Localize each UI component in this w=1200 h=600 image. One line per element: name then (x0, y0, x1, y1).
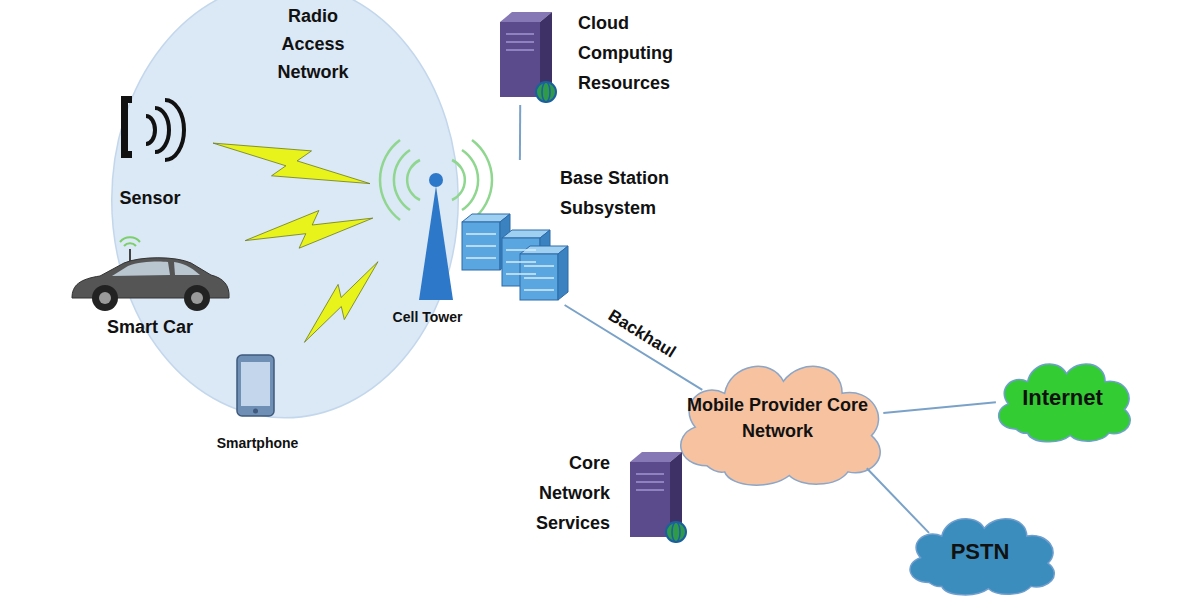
sensor-device: Sensor (105, 90, 198, 213)
node-label: Smart Car (70, 315, 230, 339)
node-label: Core Network Services (510, 448, 610, 538)
node-label: Cell Tower (385, 308, 470, 326)
node-label: Radio Access Network (265, 2, 361, 86)
internet-cloud: Internet (985, 350, 1140, 445)
sensor-icon (121, 96, 184, 160)
server-icon (500, 12, 556, 102)
node-label: Smartphone (195, 434, 320, 452)
network-link (883, 402, 996, 413)
shape-outline (910, 519, 1054, 595)
phone-device: Smartphone (195, 350, 323, 455)
cloud-shape (660, 345, 895, 490)
car-device: Smart Car (70, 225, 233, 343)
node-label: Base Station Subsystem (560, 163, 670, 223)
link-label: Backhaul (602, 304, 682, 364)
wireless-link (304, 262, 378, 343)
network-link (867, 468, 929, 533)
core-network-cloud: Mobile Provider Core Network (660, 345, 895, 490)
wireless-link (213, 143, 370, 184)
wireless-link (245, 211, 373, 249)
base-station: Base Station Subsystem (462, 160, 690, 305)
network-link (519, 105, 521, 160)
cloud-resources: Cloud Computing Resources (490, 5, 706, 105)
smartphone-icon (237, 355, 274, 416)
access-network-region: Radio Access NetworkSensorSmart CarSmart… (110, 0, 460, 420)
shape-outline (112, 0, 459, 418)
car-icon (72, 237, 229, 311)
node-label: PSTN (910, 538, 1050, 566)
base-station-icon (462, 214, 568, 300)
node-label: Internet (998, 384, 1128, 412)
node-label: Sensor (105, 186, 195, 210)
node-label: Cloud Computing Resources (578, 8, 703, 98)
shape-outline (681, 366, 880, 485)
pstn-cloud: PSTN (895, 505, 1065, 598)
core-services: Core Network Services (510, 445, 690, 545)
node-label: Mobile Provider Core Network (683, 392, 873, 444)
server-icon (630, 452, 686, 542)
cell-tower: Cell Tower (385, 140, 473, 330)
